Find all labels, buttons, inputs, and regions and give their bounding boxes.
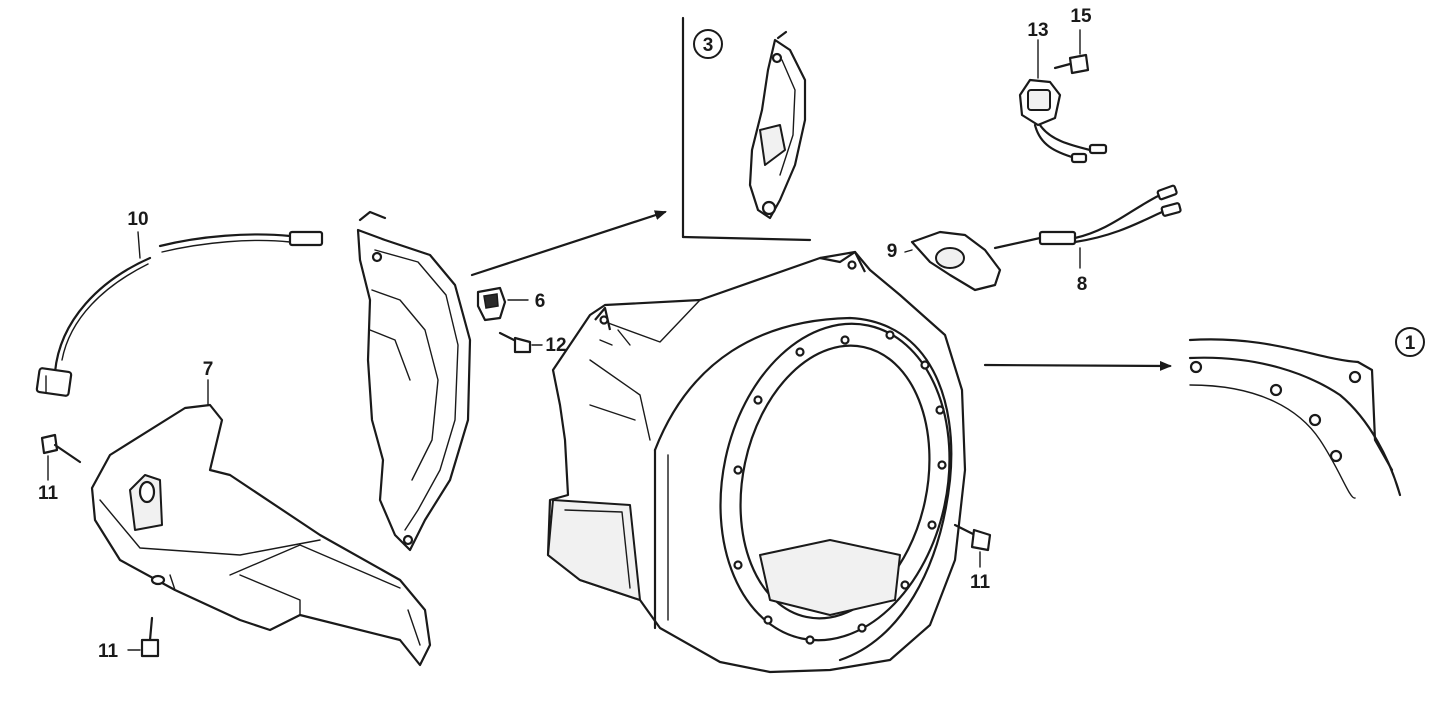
callout-11-bottom: 11 [98, 641, 119, 662]
bolt-part-15 [1053, 29, 1090, 75]
callout-11-right: 11 [970, 572, 991, 593]
callout-11-left: 11 [38, 483, 59, 504]
callout-9: 9 [887, 241, 898, 262]
wire-harness-part-8 [993, 184, 1182, 269]
bolt-part-11-bottom [127, 616, 160, 658]
callout-10: 10 [127, 209, 148, 230]
callout-7: 7 [203, 359, 214, 380]
clip-part-6 [476, 286, 529, 322]
callout-6: 6 [535, 291, 546, 312]
screw-part-12 [498, 331, 543, 354]
switch-part-9 [904, 230, 1002, 292]
side-plate [356, 210, 472, 552]
callout-labels: 3 1 10 7 11 11 11 6 12 9 8 13 15 [38, 6, 1425, 662]
callout-12: 12 [545, 335, 566, 356]
arrow-to-inset-3 [470, 210, 667, 277]
module-part-13 [1018, 39, 1108, 164]
wire-lead-part-10 [35, 230, 324, 397]
callout-1: 1 [1405, 333, 1416, 354]
arrow-to-detail-1 [983, 360, 1172, 371]
main-fan-shroud [546, 250, 967, 674]
inset-part-3 [681, 16, 812, 242]
detail-flange-1 [1188, 338, 1402, 499]
callout-13: 13 [1027, 20, 1048, 41]
bolt-part-11-left [40, 433, 82, 481]
callout-3: 3 [703, 35, 714, 56]
callout-15: 15 [1070, 6, 1092, 27]
lower-shroud-part-7 [90, 403, 432, 667]
bolt-part-11-right [953, 523, 992, 568]
callout-8: 8 [1077, 274, 1088, 295]
bolt-holes [733, 330, 947, 645]
